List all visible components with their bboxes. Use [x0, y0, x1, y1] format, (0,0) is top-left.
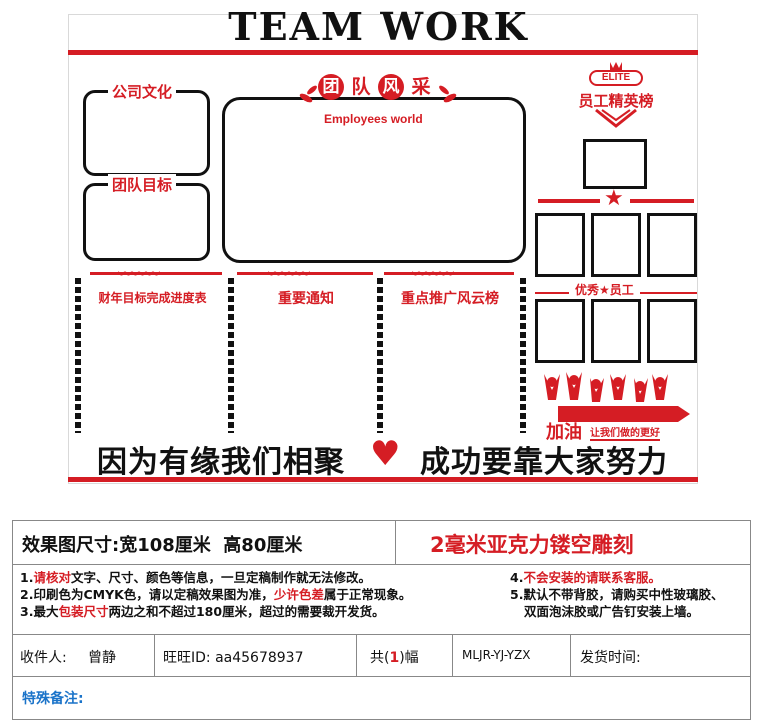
note-text: 双面泡沫胶或广告钉安装上墙。 — [524, 604, 700, 619]
ribbon-ornament-icon: 〰〰〰 — [118, 267, 160, 283]
note-line: 1.请核对文字、尺寸、颜色等信息，一旦定稿制作就无法修改。 — [20, 569, 411, 586]
note-line: 3.最大包装尺寸两边之和不超过180厘米，超过的需要裁开发货。 — [20, 603, 411, 620]
note-number: 4. — [510, 570, 524, 585]
section-bar-promote — [384, 272, 514, 275]
note-text: 不会安装的请联系客服。 — [523, 570, 661, 585]
team-style-char-1: 团 — [318, 74, 344, 100]
elite-photo-frame — [591, 299, 641, 363]
note-text: 少许色差 — [273, 587, 324, 602]
note-line: 5.默认不带背胶，请购买中性玻璃胶、 — [510, 586, 723, 603]
count-field: 共(1)幅 — [370, 647, 419, 667]
column-divider — [377, 278, 383, 433]
ribbon-ornament-icon: 〰〰〰 — [412, 267, 454, 283]
team-style-subtitle: Employees world — [324, 112, 423, 126]
cheer-text-big: 加油 — [546, 422, 582, 443]
table-divider — [12, 564, 751, 565]
material-label: 2毫米亚克力镂空雕刻 — [430, 533, 634, 557]
section-promote-title: 重点推广风云榜 — [401, 291, 499, 307]
elite-photo-frame — [591, 213, 641, 277]
elite-top-photo-frame — [583, 139, 647, 189]
note-number: 1. — [20, 570, 34, 585]
elite-photo-frame — [535, 213, 585, 277]
receiver-name: 曾静 — [88, 650, 116, 666]
ribbon-ornament-icon: 〰〰〰 — [268, 267, 310, 283]
note-text: 最大 — [33, 604, 59, 619]
outstanding-label: 优秀★员工 — [569, 281, 640, 298]
notes-left: 1.请核对文字、尺寸、颜色等信息，一旦定稿制作就无法修改。2.印刷色为CMYK色… — [20, 569, 411, 620]
table-divider — [452, 634, 453, 676]
team-style-char-2: 队 — [351, 76, 371, 98]
note-text: 包装尺寸 — [58, 604, 109, 619]
slogan-left: 因为有缘我们相聚 — [97, 445, 345, 480]
bottom-red-bar — [68, 477, 698, 482]
note-line: 4.不会安装的请联系客服。 — [510, 569, 723, 586]
elite-divider-left — [538, 199, 600, 203]
team-goal-label: 团队目标 — [108, 174, 177, 195]
ship-time-label: 发货时间: — [580, 650, 641, 666]
elite-badge: ELITE 员工精英榜 — [566, 60, 666, 132]
table-divider — [356, 634, 357, 676]
cheering-people-graphic — [538, 370, 698, 430]
column-divider — [520, 278, 526, 433]
company-culture-frame — [83, 90, 210, 176]
crown-shield-icon — [589, 62, 643, 128]
note-text: 请核对 — [33, 570, 71, 585]
note-number: 5. — [510, 587, 524, 602]
count-suffix: )幅 — [399, 650, 419, 666]
notes-right: 4.不会安装的请联系客服。5.默认不带背胶，请购买中性玻璃胶、双面泡沫胶或广告钉… — [510, 569, 723, 620]
note-text: 属于正常现象。 — [323, 587, 412, 602]
cheering-people-icon — [544, 372, 690, 422]
leaf-ornament-icon — [299, 85, 457, 103]
team-style-frame — [222, 97, 526, 263]
top-red-bar — [68, 50, 698, 55]
team-style-header: 团 队 风 采 Employees world — [296, 70, 466, 132]
elite-photo-frame — [535, 299, 585, 363]
table-divider — [12, 634, 751, 635]
section-notice-title: 重要通知 — [278, 291, 334, 307]
special-remark-label: 特殊备注: — [22, 691, 84, 707]
star-icon: ★ — [604, 186, 624, 211]
size-label: 效果图尺寸:宽108厘米 高80厘米 — [22, 535, 303, 556]
section-progress-title: 财年目标完成进度表 — [98, 291, 207, 305]
note-line: 双面泡沫胶或广告钉安装上墙。 — [510, 603, 723, 620]
table-divider — [570, 634, 571, 676]
board-canvas — [68, 14, 698, 484]
note-text: 默认不带背胶，请购买中性玻璃胶、 — [523, 587, 724, 602]
elite-divider-right — [630, 199, 694, 203]
slogan-right: 成功要靠大家努力 — [420, 445, 668, 480]
order-info-table — [12, 520, 751, 720]
receiver-label: 收件人: — [20, 650, 67, 666]
elite-photo-frame — [647, 213, 697, 277]
elite-title: 员工精英榜 — [578, 92, 654, 110]
team-style-char-4: 采 — [411, 76, 431, 98]
section-bar-notice — [237, 272, 373, 275]
product-code: MLJR-YJ-YZX — [462, 648, 531, 662]
cheer-text-small: 让我们做的更好 — [590, 424, 660, 441]
count-prefix: 共( — [370, 650, 390, 666]
note-text: 两边之和不超过180厘米，超过的需要裁开发货。 — [108, 604, 385, 619]
elite-photo-frame — [647, 299, 697, 363]
board-title: TEAM WORK — [228, 4, 529, 49]
column-divider — [75, 278, 81, 433]
note-text: 文字、尺寸、颜色等信息，一旦定稿制作就无法修改。 — [70, 570, 371, 585]
note-number: 2. — [20, 587, 34, 602]
company-culture-label: 公司文化 — [108, 81, 177, 102]
section-bar-progress — [90, 272, 222, 275]
note-number: 3. — [20, 604, 34, 619]
wangwang-id: 旺旺ID: aa45678937 — [163, 650, 304, 666]
heart-icon: ♥ — [370, 434, 401, 474]
table-divider — [12, 676, 751, 677]
table-divider — [154, 634, 155, 676]
count-value: 1 — [389, 650, 400, 666]
team-style-char-3: 风 — [378, 74, 404, 100]
column-divider — [228, 278, 234, 433]
table-divider — [395, 520, 396, 564]
note-line: 2.印刷色为CMYK色，请以定稿效果图为准，少许色差属于正常现象。 — [20, 586, 411, 603]
note-text: 印刷色为CMYK色，请以定稿效果图为准， — [33, 587, 274, 602]
elite-badge-text: ELITE — [601, 72, 631, 83]
